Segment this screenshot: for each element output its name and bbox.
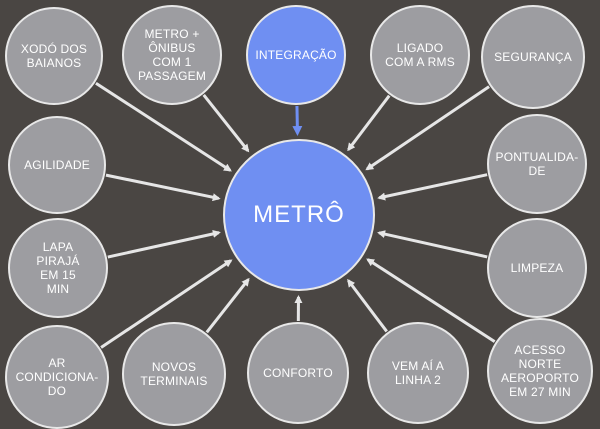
diagram-canvas: XODÓ DOS BAIANOS METRO + ÔNIBUS COM 1 PA… [0,0,600,420]
arrow-metro-onibus [204,95,248,151]
node-novos-label: NOVOS TERMINAIS [140,360,207,388]
arrow-agilidade [106,175,219,198]
node-center-metro: METRÔ [223,139,375,291]
node-ligado: LIGADO COM A RMS [370,5,470,105]
node-novos: NOVOS TERMINAIS [122,322,226,426]
arrow-pontualidade [379,175,487,198]
node-ligado-label: LIGADO COM A RMS [385,41,455,69]
node-conforto-label: CONFORTO [263,366,333,380]
arrow-novos [207,279,249,332]
arrow-integracao [297,106,298,133]
node-integracao: INTEGRAÇÃO [246,5,346,105]
node-linha2-label: VEM AÍ A LINHA 2 [392,359,444,387]
node-limpeza: LIMPEZA [487,218,587,318]
node-conforto: CONFORTO [247,322,349,424]
node-metro-onibus-label: METRO + ÔNIBUS COM 1 PASSAGEM [138,27,206,83]
arrow-ligado [348,96,389,150]
node-xodo-label: XODÓ DOS BAIANOS [21,42,87,70]
node-pontualidade-label: PONTUALIDA- DE [496,150,579,178]
node-agilidade-label: AGILIDADE [24,158,90,172]
node-integracao-label: INTEGRAÇÃO [255,48,336,62]
node-seguranca: SEGURANÇA [481,5,585,109]
node-ar: AR CONDICIONA- DO [5,325,109,429]
node-aeroporto: ACESSO NORTE AEROPORTO EM 27 MIN [487,318,593,424]
arrow-linha2 [348,281,386,332]
node-seguranca-label: SEGURANÇA [494,50,572,64]
node-linha2: VEM AÍ A LINHA 2 [367,322,469,424]
node-aeroporto-label: ACESSO NORTE AEROPORTO EM 27 MIN [501,343,579,399]
center-label: METRÔ [253,201,345,229]
node-lapa: LAPA PIRAJÁ EM 15 MIN [8,218,108,318]
node-lapa-label: LAPA PIRAJÁ EM 15 MIN [36,240,79,296]
node-pontualidade: PONTUALIDA- DE [487,114,587,214]
node-ar-label: AR CONDICIONA- DO [16,356,99,398]
node-agilidade: AGILIDADE [8,116,106,214]
arrow-limpeza [379,233,487,257]
arrow-lapa [108,233,219,257]
node-xodo: XODÓ DOS BAIANOS [5,7,103,105]
node-metro-onibus: METRO + ÔNIBUS COM 1 PASSAGEM [122,5,222,105]
node-limpeza-label: LIMPEZA [511,261,564,275]
